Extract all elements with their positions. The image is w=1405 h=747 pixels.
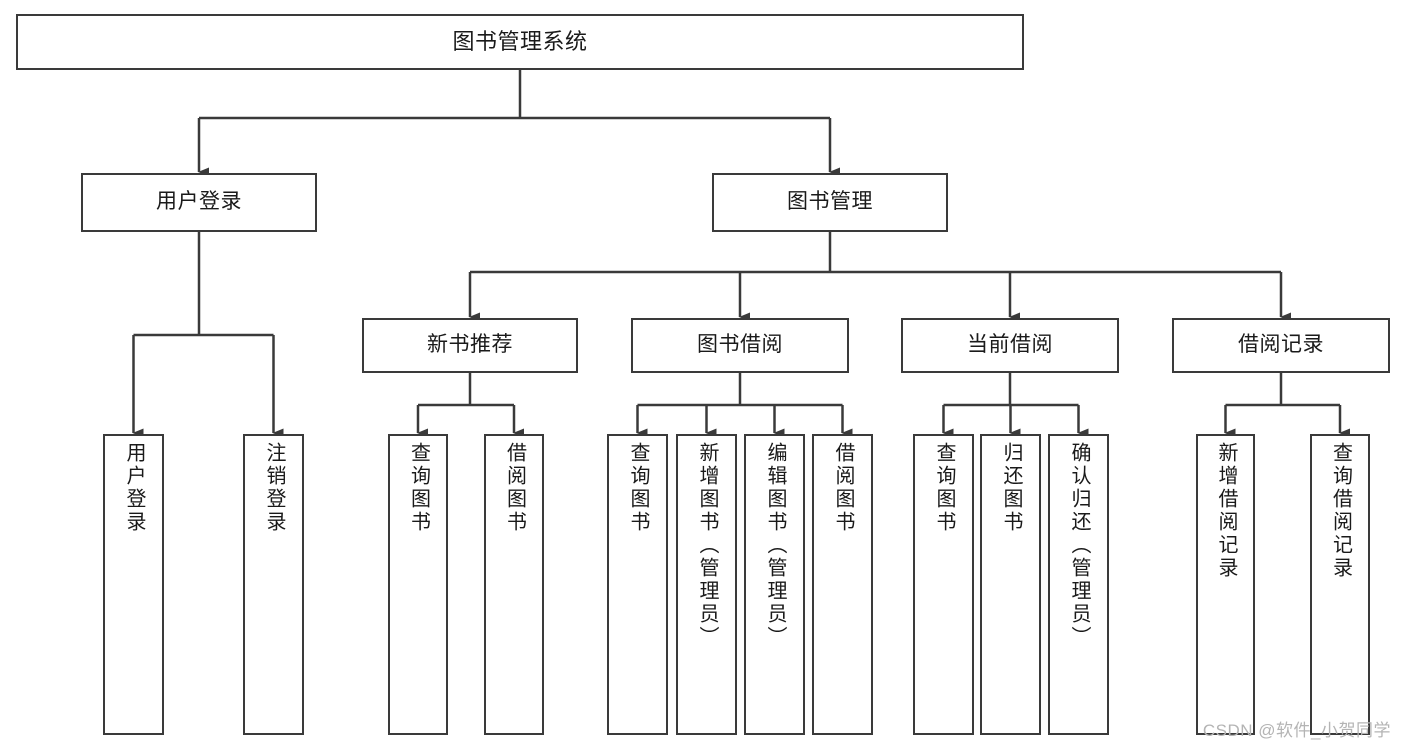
node-label: 当前借阅 (967, 333, 1053, 357)
node-user-login[interactable]: 用户登录 (81, 173, 317, 232)
node-leaf-query-book-3[interactable]: 查询图书 (913, 434, 974, 735)
node-label: 编辑图书（管理员） (764, 442, 786, 649)
node-label: 新增图书（管理员） (696, 442, 718, 649)
node-label: 查询图书 (407, 442, 430, 534)
node-label: 归还图书 (1000, 442, 1022, 534)
node-book-manage[interactable]: 图书管理 (712, 173, 948, 232)
node-leaf-add-book[interactable]: 新增图书（管理员） (676, 434, 737, 735)
node-label: 新增借阅记录 (1215, 442, 1237, 580)
node-leaf-edit-book[interactable]: 编辑图书（管理员） (744, 434, 805, 735)
node-label: 确认归还（管理员） (1068, 442, 1090, 649)
node-label: 借阅图书 (503, 442, 526, 534)
node-leaf-query-book-2[interactable]: 查询图书 (607, 434, 668, 735)
node-label: 图书管理系统 (452, 29, 588, 55)
node-label: 注销登录 (263, 442, 285, 534)
node-label: 用户登录 (156, 190, 242, 214)
node-label: 用户登录 (123, 442, 145, 534)
node-leaf-add-record[interactable]: 新增借阅记录 (1196, 434, 1255, 735)
node-root[interactable]: 图书管理系统 (16, 14, 1024, 70)
node-borrow-record[interactable]: 借阅记录 (1172, 318, 1390, 373)
node-label: 图书管理 (787, 190, 873, 214)
watermark-text: CSDN @软件_小贺同学 (1202, 721, 1391, 740)
node-leaf-borrow-book-1[interactable]: 借阅图书 (484, 434, 544, 735)
node-leaf-confirm-return[interactable]: 确认归还（管理员） (1048, 434, 1109, 735)
node-leaf-borrow-book-2[interactable]: 借阅图书 (812, 434, 873, 735)
node-book-borrow[interactable]: 图书借阅 (631, 318, 849, 373)
node-current-borrow[interactable]: 当前借阅 (901, 318, 1119, 373)
node-leaf-user-login[interactable]: 用户登录 (103, 434, 164, 735)
node-leaf-logout[interactable]: 注销登录 (243, 434, 304, 735)
node-label: 查询借阅记录 (1329, 442, 1352, 580)
node-leaf-return-book[interactable]: 归还图书 (980, 434, 1041, 735)
node-label: 借阅记录 (1238, 333, 1324, 357)
node-label: 借阅图书 (832, 442, 854, 534)
node-label: 新书推荐 (427, 333, 513, 357)
node-label: 查询图书 (627, 442, 649, 534)
node-label: 查询图书 (933, 442, 955, 534)
node-leaf-query-book-1[interactable]: 查询图书 (388, 434, 448, 735)
node-label: 图书借阅 (697, 333, 783, 357)
node-leaf-query-record[interactable]: 查询借阅记录 (1310, 434, 1370, 735)
node-new-book-rec[interactable]: 新书推荐 (362, 318, 578, 373)
